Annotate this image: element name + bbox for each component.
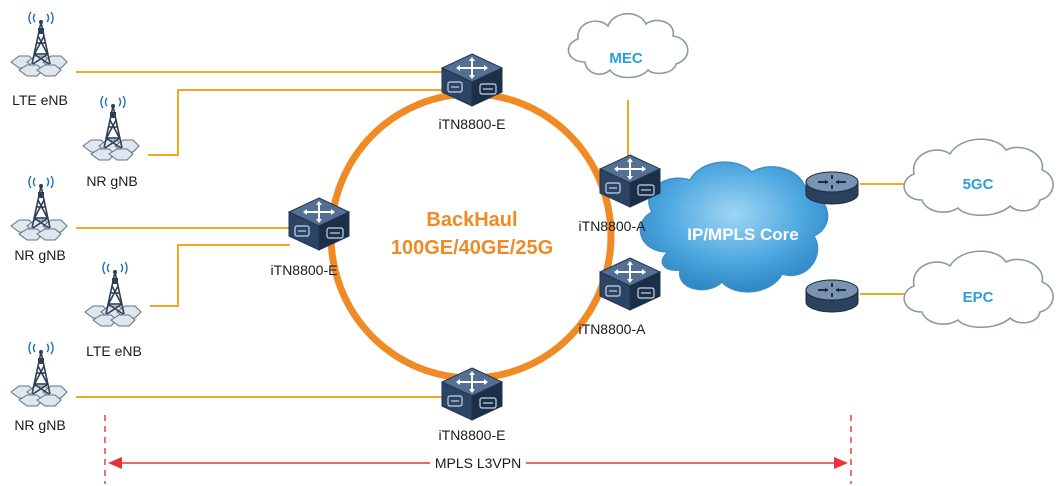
cloud-icon	[903, 250, 1054, 329]
vpn-label: MPLS L3VPN	[435, 455, 521, 471]
switch-label-agg1: iTN8800-A	[579, 218, 647, 234]
site-label-5: NR gNB	[14, 417, 65, 433]
cloud-label-core: IP/MPLS Core	[687, 225, 798, 244]
site-label-1: LTE eNB	[12, 92, 68, 108]
cell-tower-icon	[10, 11, 68, 77]
cell-tower-icon	[10, 175, 68, 241]
router-icon	[805, 171, 859, 205]
switch-label-bottom: iTN8800-E	[439, 427, 506, 443]
cloud-icon	[567, 12, 689, 79]
vpn-arrowhead-right	[834, 457, 848, 469]
switch-label-top: iTN8800-E	[439, 116, 506, 132]
cell-tower-icon	[84, 261, 142, 327]
link-site2-top	[148, 89, 445, 156]
link-site4-left	[150, 244, 290, 307]
ring-title: BackHaul	[426, 209, 517, 231]
backhaul-ring	[327, 90, 615, 382]
ring-speed: 100GE/40GE/25G	[391, 237, 553, 259]
site-label-4: LTE eNB	[86, 343, 142, 359]
router-icon	[805, 279, 859, 313]
site-label-3: NR gNB	[14, 247, 65, 263]
access-links	[76, 71, 905, 398]
cloud-label-5gc: 5GC	[963, 176, 994, 193]
cell-tower-icon	[82, 95, 140, 161]
site-label-2: NR gNB	[86, 173, 137, 189]
cloud-label-epc: EPC	[963, 289, 994, 306]
switch-label-agg2: iTN8800-A	[579, 321, 647, 337]
vpn-arrowhead-left	[108, 457, 122, 469]
cloud-icon	[903, 138, 1054, 217]
cloud-label-mec: MEC	[609, 50, 643, 67]
switch-icon	[288, 197, 350, 251]
switch-label-left: iTN8800-E	[271, 262, 338, 278]
cell-tower-icon	[10, 341, 68, 407]
vpn-span	[104, 415, 852, 484]
